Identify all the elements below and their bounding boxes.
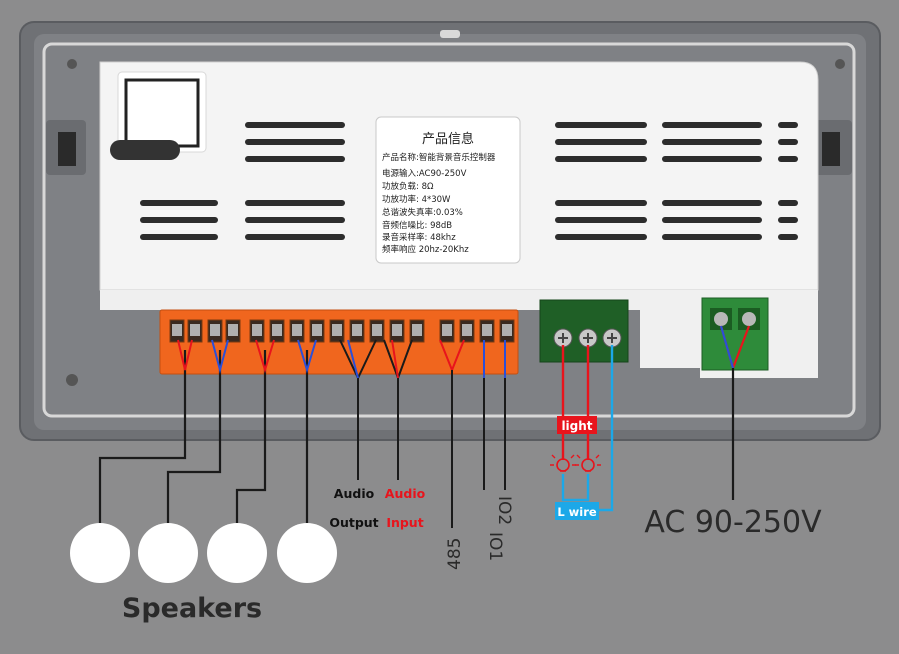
terminal-screw	[272, 324, 282, 336]
vent-slot	[778, 156, 798, 162]
terminal-slots	[169, 319, 515, 343]
terminal-screw	[312, 324, 322, 336]
label-line-2: 电源输入:AC90-250V	[382, 168, 467, 179]
svg-text:light: light	[561, 419, 592, 433]
speaker-4	[277, 523, 337, 583]
terminal-screw	[292, 324, 302, 336]
vent-slot	[140, 200, 218, 206]
orange-terminal-block	[159, 309, 519, 375]
label-line-6: 音频信噪比: 98dB	[382, 220, 452, 231]
vent-slot	[778, 217, 798, 223]
vent-slot	[778, 200, 798, 206]
audio-input-label-line2: Input	[386, 515, 423, 530]
speakers-label: Speakers	[122, 593, 262, 624]
vent-slot	[662, 139, 762, 145]
label-line-7: 录音采样率: 48khz	[382, 232, 456, 243]
vent-slot	[662, 234, 762, 240]
terminal-screw	[372, 324, 382, 336]
vent-slot	[140, 234, 218, 240]
vent-slot	[140, 217, 218, 223]
vent-slot	[778, 139, 798, 145]
terminal-screw	[228, 324, 238, 336]
rs485-label: 485	[445, 538, 465, 570]
speaker-1	[70, 523, 130, 583]
ac-power-label: AC 90-250V	[644, 505, 822, 540]
light-tag: light	[557, 416, 597, 434]
ac-terminal-block	[701, 297, 769, 371]
vent-slot	[662, 156, 762, 162]
audio-output-label-line2: Output	[329, 515, 378, 530]
vent-slot	[555, 139, 647, 145]
terminal-screw	[332, 324, 342, 336]
terminal-screw	[502, 324, 512, 336]
label-title: 产品信息	[422, 131, 474, 147]
vent-slot	[662, 217, 762, 223]
light-bulb-icon	[550, 450, 576, 472]
label-line-4: 功放功率: 4*30W	[382, 194, 451, 205]
vent-slot	[245, 156, 345, 162]
label-line-5: 总谐波失真率:0.03%	[382, 207, 463, 218]
vent-slot	[555, 234, 647, 240]
lamp-return-wire	[561, 474, 590, 502]
terminal-screw	[462, 324, 472, 336]
vent-slot	[778, 122, 798, 128]
vent-slot	[245, 122, 345, 128]
vent-slot	[662, 122, 762, 128]
label-line-3: 功放负载: 8Ω	[382, 181, 434, 192]
svg-text:L wire: L wire	[557, 505, 597, 519]
speaker-wire-1	[98, 350, 187, 530]
vent-slot	[778, 234, 798, 240]
terminal-screw	[190, 324, 200, 336]
label-line-1: 产品名称:智能背景音乐控制器	[382, 152, 496, 163]
light-bulb-icon-2	[575, 450, 601, 472]
terminal-screw	[412, 324, 422, 336]
terminal-screw	[252, 324, 262, 336]
label-line-8: 频率响应 20hz-20Khz	[382, 244, 469, 255]
io2-label: IO2	[494, 496, 514, 525]
audio-output-label-line1: Audio	[334, 486, 375, 501]
terminal-screw	[172, 324, 182, 336]
vent-slot	[555, 217, 647, 223]
terminal-screw	[352, 324, 362, 336]
terminal-screw	[482, 324, 492, 336]
vent-slot	[662, 200, 762, 206]
l-wire	[598, 345, 614, 512]
light-terminal-block	[539, 299, 629, 363]
speaker-wire-2	[166, 350, 222, 530]
vent-slot	[555, 122, 647, 128]
io1-label: IO1	[485, 532, 505, 561]
terminal-screw	[392, 324, 402, 336]
speaker-wire-3	[235, 350, 267, 530]
vent-slots	[140, 122, 798, 240]
vent-slot	[245, 234, 345, 240]
terminal-screw	[210, 324, 220, 336]
speaker-3	[207, 523, 267, 583]
speaker-2	[138, 523, 198, 583]
vent-slot	[555, 156, 647, 162]
product-label: 产品信息 产品名称:智能背景音乐控制器 电源输入:AC90-250V 功放负载:…	[375, 116, 521, 264]
vent-slot	[245, 200, 345, 206]
vent-slot	[555, 200, 647, 206]
wiring	[98, 325, 751, 530]
vent-slot	[245, 139, 345, 145]
audio-input-label-line1: Audio	[385, 486, 426, 501]
vent-slot	[245, 217, 345, 223]
l-wire-tag: L wire	[555, 502, 599, 520]
terminal-screw	[442, 324, 452, 336]
